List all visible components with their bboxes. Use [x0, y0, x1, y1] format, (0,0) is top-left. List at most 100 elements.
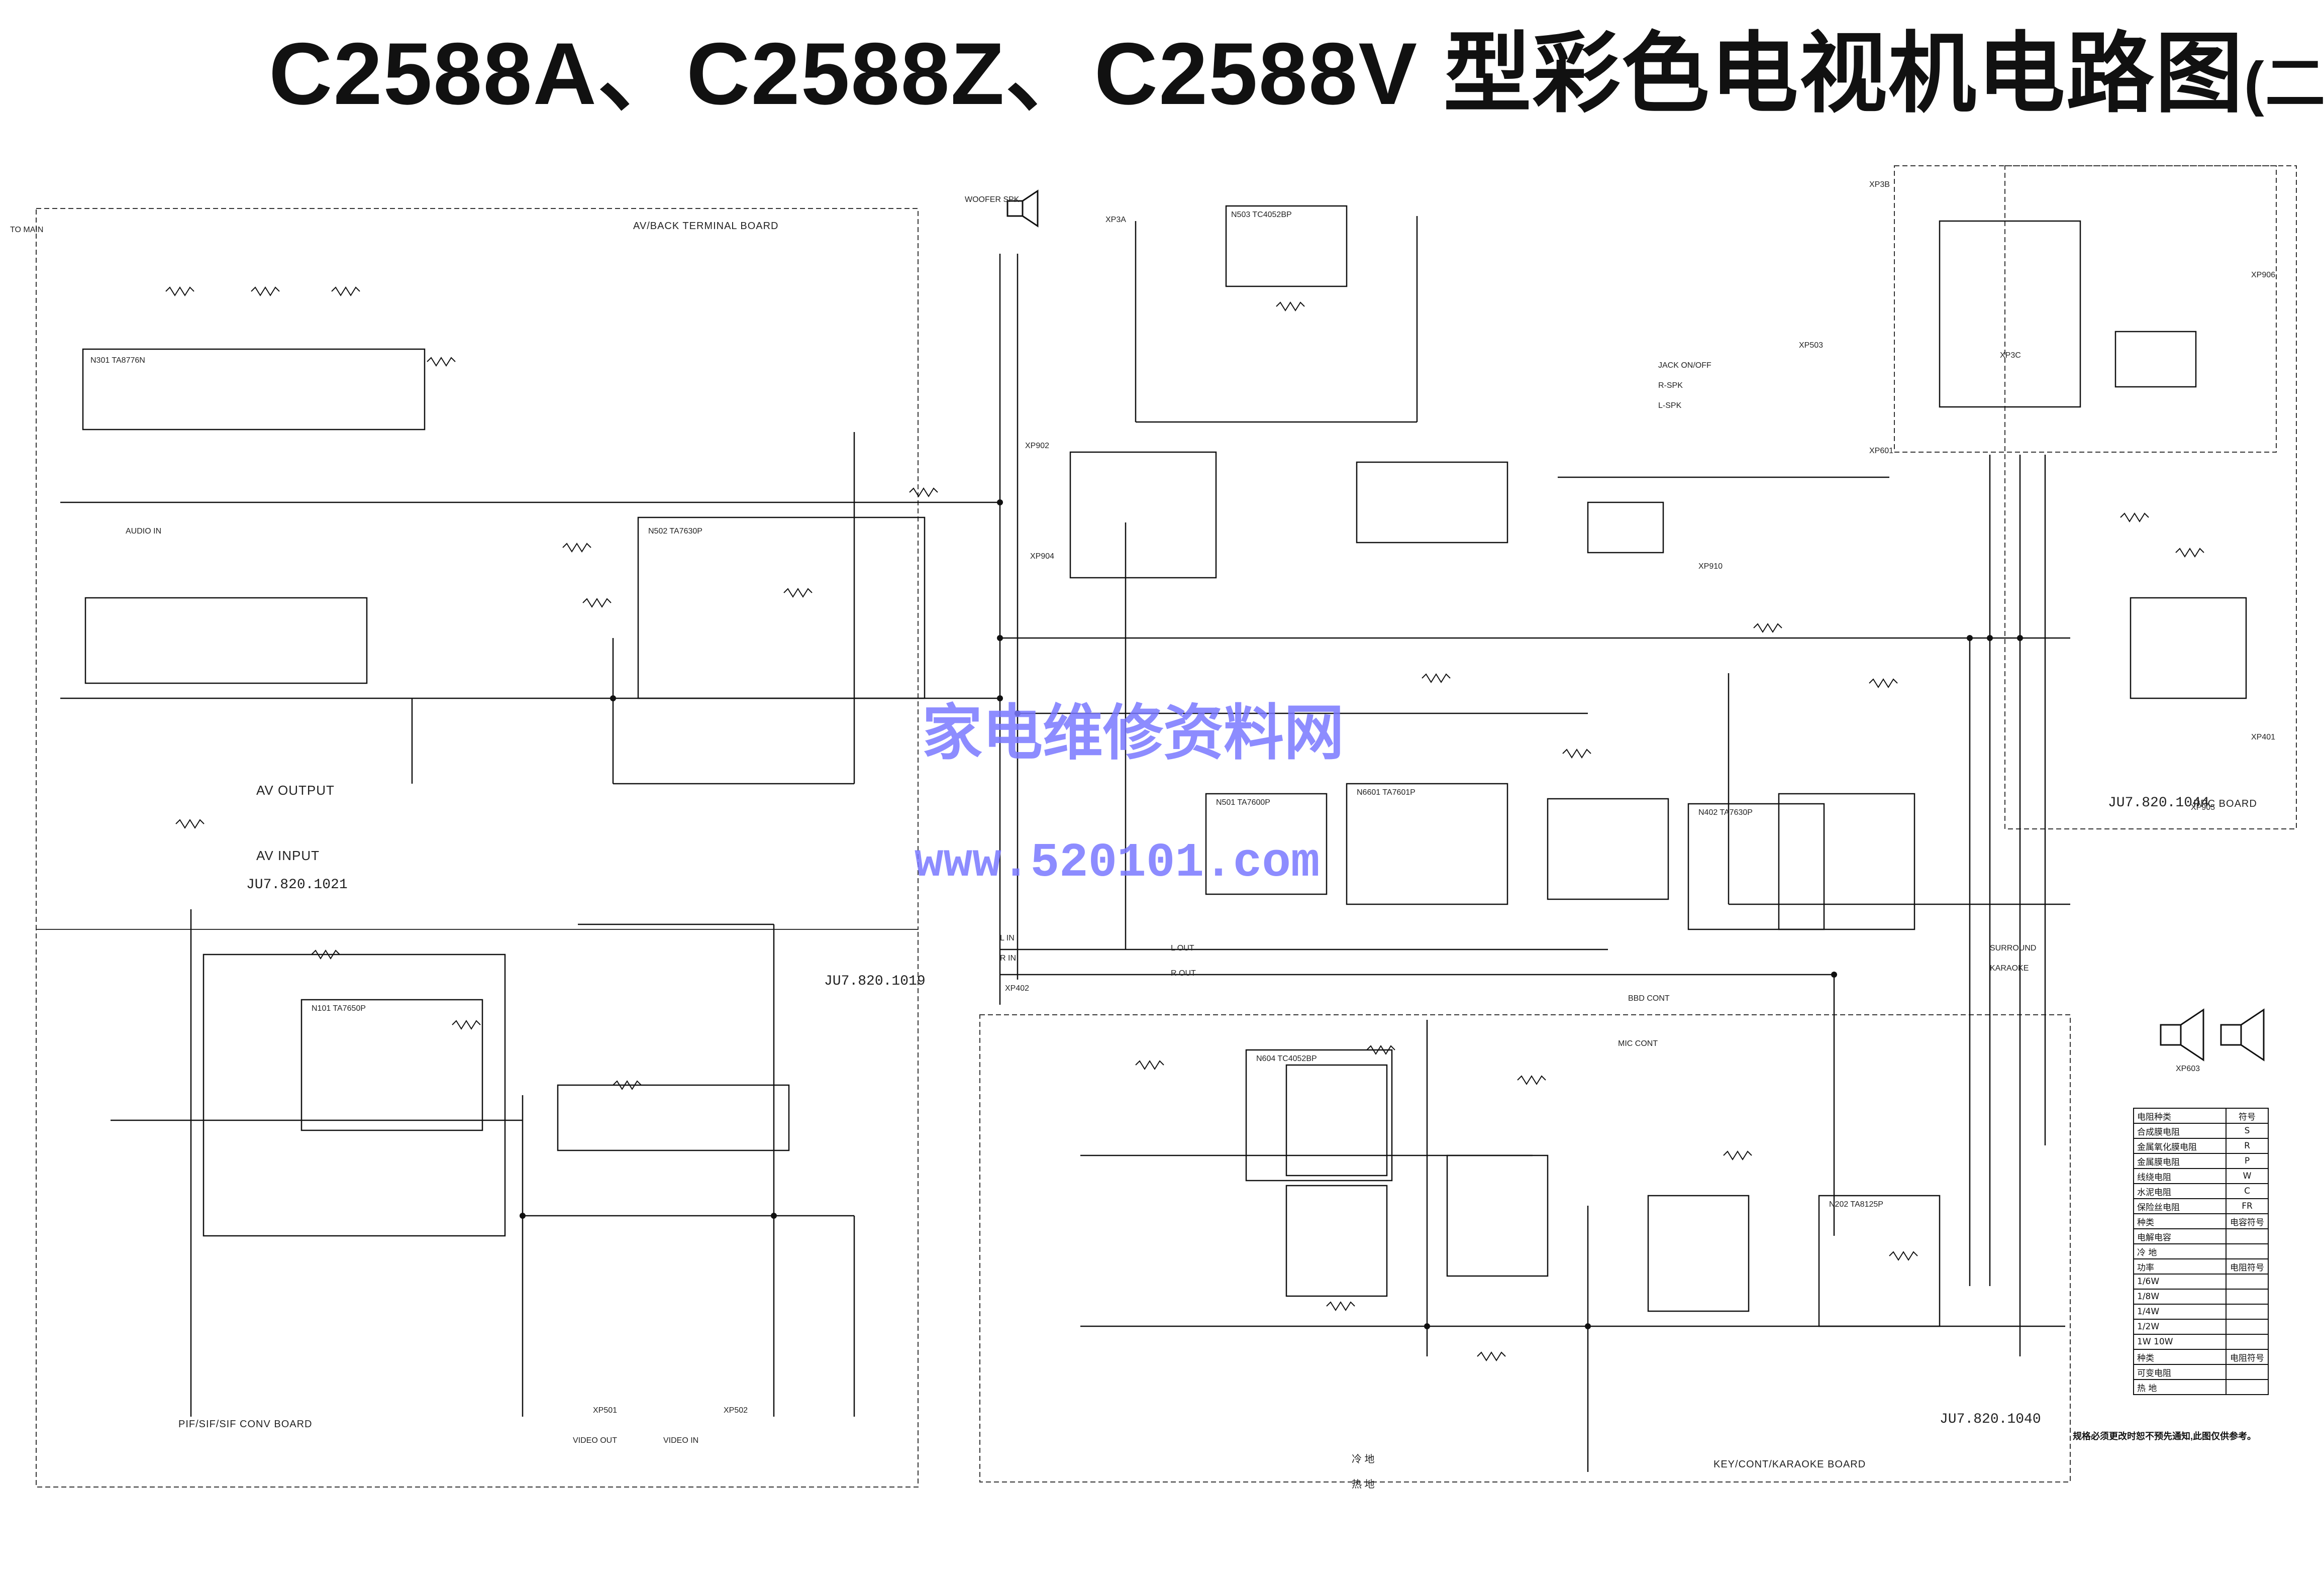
ic-chip: [1069, 451, 1217, 579]
junction-dot: [997, 635, 1003, 641]
board-code-av: JU7.820.1021: [246, 877, 348, 893]
junction-dot: [1015, 710, 1021, 716]
legend-symbol: FR: [2226, 1198, 2269, 1214]
legend-row: 种类电阻符号: [2133, 1349, 2269, 1365]
legend-row: 冷 地: [2133, 1243, 2269, 1259]
connector-label: XP3C: [2000, 351, 2021, 360]
legend-symbol: W: [2226, 1168, 2269, 1184]
ic-chip: [1356, 461, 1508, 544]
connector-label: AUDIO IN: [126, 527, 162, 536]
junction-dot: [771, 1213, 777, 1219]
connector-label: R-SPK: [1658, 381, 1683, 390]
ic-label: N503 TC4052BP: [1231, 210, 1292, 219]
legend-symbol: [2226, 1289, 2269, 1305]
ic-chip: [1446, 1154, 1549, 1277]
ic-label: N6601 TA7601P: [1357, 788, 1416, 797]
legend-symbol: [2226, 1334, 2269, 1350]
legend-row: 1/4W: [2133, 1304, 2269, 1320]
legend-symbol: R: [2226, 1138, 2269, 1154]
resistor-icon: [1753, 623, 1782, 633]
legend-symbol: [2226, 1228, 2269, 1244]
ic-label: N202 TA8125P: [1829, 1200, 1883, 1209]
resistor-icon: [909, 487, 938, 497]
legend-name: 1/6W: [2133, 1274, 2227, 1290]
legend-row: 1/6W: [2133, 1274, 2269, 1290]
connector-label: KARAOKE: [1990, 964, 2029, 973]
resistor-icon: [582, 598, 612, 608]
ic-chip: [1587, 501, 1664, 554]
junction-dot: [520, 1213, 526, 1219]
watermark-cn: 家电维修资料网: [922, 698, 1344, 768]
junction-dot: [1831, 972, 1837, 978]
legend-symbol: 电阻符号: [2226, 1349, 2269, 1365]
ic-label: N301 TA8776N: [90, 356, 145, 365]
ic-chip: [1939, 220, 2081, 408]
ic-label: N501 TA7600P: [1216, 798, 1270, 807]
resistor-icon: [1869, 678, 1898, 688]
legend-row: 种类电容符号: [2133, 1213, 2269, 1229]
connector-label: XP603: [2176, 1065, 2200, 1073]
connector-label: VIDEO OUT: [573, 1436, 618, 1445]
board-code-ppc: JU7.820.1044: [2108, 795, 2209, 811]
board-label-ppc: PPC BOARD: [2193, 798, 2257, 809]
resistor-icon: [175, 819, 205, 829]
section-av-input: AV INPUT: [256, 848, 320, 863]
connector-label: XP402: [1005, 984, 1030, 993]
resistor-icon: [1326, 1301, 1355, 1311]
connector-label: XP910: [1698, 562, 1723, 571]
cold-ground-note: 冷 地: [1352, 1454, 1375, 1465]
connector-label: L IN: [1000, 934, 1015, 942]
resistor-icon: [562, 543, 591, 553]
ic-chip: [1285, 1185, 1388, 1297]
legend-symbol: P: [2226, 1153, 2269, 1169]
ic-chip: [82, 348, 426, 431]
speaker-left-icon: [2160, 1008, 2204, 1062]
legend-name: 1/8W: [2133, 1289, 2227, 1305]
junction-dot: [1967, 635, 1973, 641]
resistor-icon: [1723, 1150, 1752, 1160]
ic-chip: [1647, 1195, 1750, 1312]
ic-chip: [1205, 793, 1328, 895]
junction-dot: [997, 499, 1003, 505]
ic-chip: [1687, 803, 1825, 930]
connector-label: XP902: [1025, 442, 1050, 450]
junction-dot: [2017, 635, 2023, 641]
resistor-icon: [1366, 1045, 1395, 1055]
ic-chip: [2114, 331, 2197, 388]
legend-name: 冷 地: [2133, 1243, 2227, 1259]
ic-chip: [300, 999, 483, 1131]
board-label-pif: PIF/SIF/SIF CONV BOARD: [178, 1419, 313, 1430]
legend-symbol: 电容符号: [2226, 1213, 2269, 1229]
resistor-icon: [1517, 1075, 1546, 1085]
connector-label: L OUT: [1171, 944, 1194, 952]
legend-name: 水泥电阻: [2133, 1183, 2227, 1199]
resistor-icon: [251, 286, 280, 296]
connector-label: JACK ON/OFF: [1658, 361, 1711, 370]
resistor-icon: [2175, 548, 2204, 558]
ic-chip: [203, 953, 506, 1237]
ic-label: N101 TA7650P: [312, 1004, 366, 1013]
legend-symbol: [2226, 1379, 2269, 1395]
ic-label: N502 TA7630P: [648, 527, 702, 536]
legend-row: 1/8W: [2133, 1289, 2269, 1305]
legend-name: 种类: [2133, 1213, 2227, 1229]
resistor-icon: [331, 286, 360, 296]
legend-name: 1/2W: [2133, 1319, 2227, 1335]
key-board-frame: [979, 1014, 2071, 1482]
ic-chip: [84, 597, 368, 684]
connector-label: XP905: [2191, 803, 2215, 812]
legend-name: 1W 10W: [2133, 1334, 2227, 1350]
connector-label: BBD CONT: [1628, 994, 1670, 1003]
legend-name: 热 地: [2133, 1379, 2227, 1395]
resistor-icon: [165, 286, 194, 296]
connector-label: MIC CONT: [1618, 1039, 1658, 1048]
board-label-key: KEY/CONT/KARAOKE BOARD: [1713, 1459, 1866, 1470]
legend-row: 1/2W: [2133, 1319, 2269, 1335]
legend-symbol: 符号: [2226, 1108, 2269, 1124]
connector-label: XP3B: [1869, 180, 1890, 189]
connector-label: XP503: [1799, 341, 1824, 350]
speaker-right-icon: [2220, 1008, 2265, 1062]
